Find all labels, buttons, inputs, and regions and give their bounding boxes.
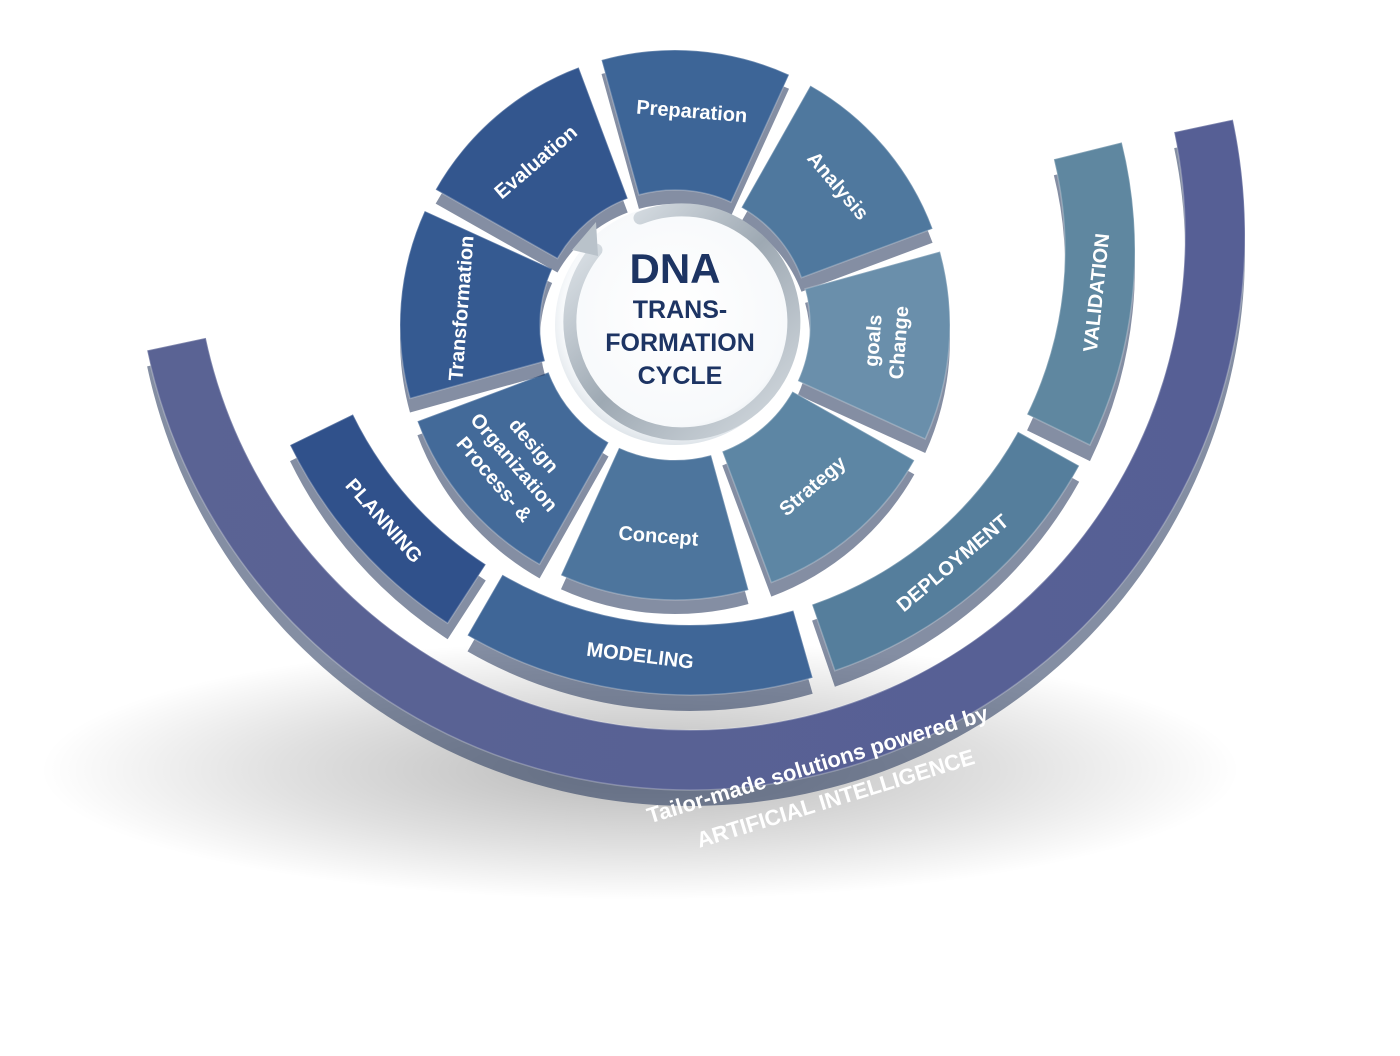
center-title: DNA (630, 245, 721, 292)
inner-segment-strategy-face (721, 390, 916, 584)
inner-segment-strategy (721, 390, 916, 597)
cycle-ring-icon (563, 203, 801, 441)
center-line-2: FORMATION (605, 329, 755, 357)
inner-segment-concept-face (559, 446, 750, 601)
inner-label-change-goals-2: goals (861, 314, 887, 368)
inner-segment-analysis (740, 84, 934, 292)
middle-segment-deployment (811, 430, 1081, 687)
center-disc (555, 205, 795, 445)
inner-segment-transformation-face (399, 209, 554, 400)
inner-segment-change-goals-face (796, 250, 951, 441)
inner-segment-preparation-face (600, 49, 791, 204)
inner-segment-concept (559, 446, 750, 614)
inner-segment-analysis-face (740, 84, 934, 279)
middle-segment-planning-face (289, 413, 487, 625)
middle-segment-planning (289, 413, 487, 640)
middle-segment-deployment-face (811, 430, 1081, 672)
inner-segment-evaluation (434, 66, 629, 273)
center-line-3: CYCLE (638, 362, 723, 390)
middle-segment-modeling (466, 573, 814, 712)
center-hub: DNA TRANS- FORMATION CYCLE (555, 203, 801, 445)
cycle-arrow-icon (572, 222, 598, 256)
inner-segment-preparation (600, 49, 791, 217)
middle-segment-validation-face (1026, 141, 1136, 447)
inner-segment-evaluation-face (434, 66, 629, 260)
inner-ring-layer: PreparationAnalysisChangegoalsStrategyCo… (399, 49, 951, 614)
center-line-1: TRANS- (633, 296, 727, 324)
middle-segment-modeling-face (466, 573, 814, 696)
inner-segment-change-goals (796, 250, 951, 454)
middle-segment-validation (1026, 141, 1136, 462)
inner-segment-process-organization-design-face (416, 371, 610, 566)
inner-segment-process-organization-design (416, 371, 610, 579)
inner-segment-transformation (399, 209, 554, 413)
